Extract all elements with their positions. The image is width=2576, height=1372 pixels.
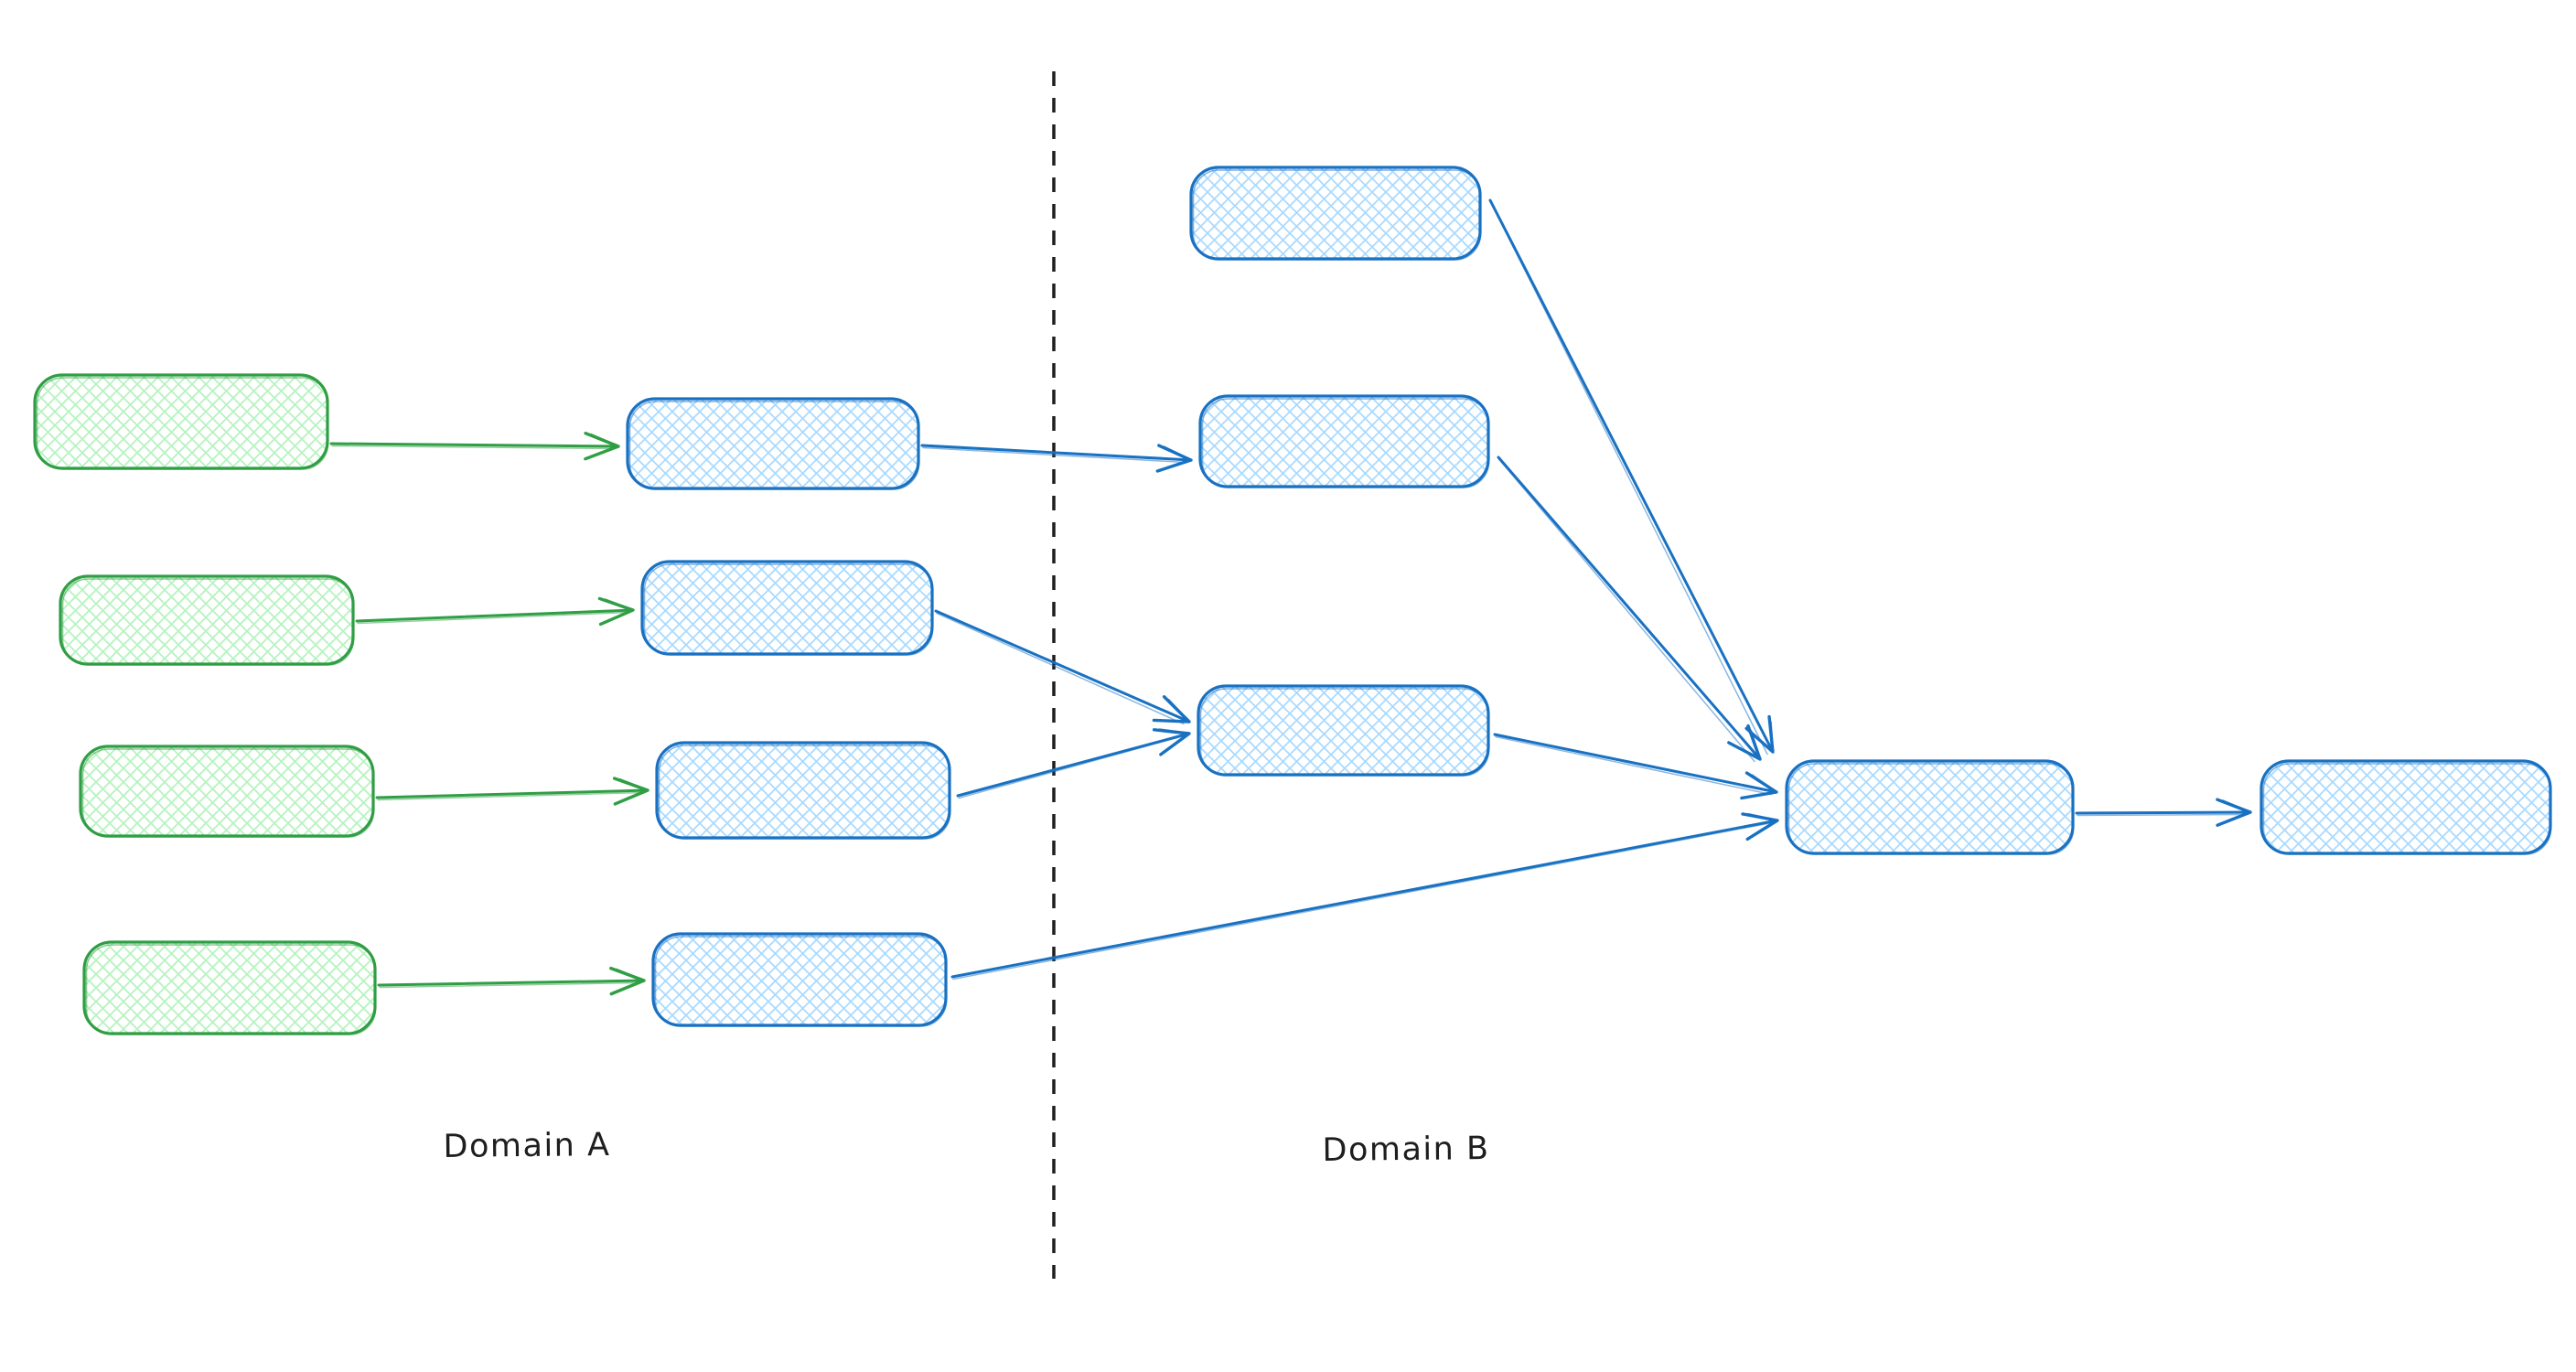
green-box-4 [82, 940, 377, 1035]
blue-box-b1 [1189, 166, 1482, 261]
green-box-1 [33, 373, 329, 470]
domain-b-label: Domain B [1322, 1131, 1490, 1169]
arrow-blue-box-b1-to-blue-box-merge [1488, 198, 1775, 756]
blue-box-a1 [626, 397, 920, 490]
blue-box-a2 [640, 560, 934, 656]
arrow-blue-box-b2-to-blue-box-merge [1497, 456, 1762, 763]
arrow-green-box-1-to-blue-box-a1 [329, 431, 620, 461]
blue-box-b3 [1197, 684, 1490, 777]
arrow-blue-box-b3-to-blue-box-merge [1493, 733, 1778, 800]
domain-a-label: Domain A [443, 1127, 611, 1165]
blue-box-b2 [1198, 394, 1490, 488]
arrow-blue-box-a3-to-blue-box-b3 [956, 728, 1191, 799]
arrow-green-box-2-to-blue-box-a2 [355, 596, 635, 627]
arrow-blue-box-merge-to-blue-box-output [2075, 798, 2252, 827]
blue-box-a3 [655, 741, 951, 840]
arrow-blue-box-a4-to-blue-box-merge [950, 812, 1779, 981]
blue-box-output [2259, 759, 2552, 855]
arrow-green-box-3-to-blue-box-a3 [375, 777, 649, 806]
arrow-green-box-4-to-blue-box-a4 [377, 966, 646, 996]
green-box-3 [79, 745, 375, 838]
blue-box-merge [1785, 759, 2075, 855]
blue-box-a4 [651, 932, 948, 1027]
arrow-blue-box-a1-to-blue-box-b2 [920, 444, 1193, 473]
arrow-blue-box-a2-to-blue-box-b3 [934, 609, 1191, 725]
green-box-2 [59, 574, 355, 666]
